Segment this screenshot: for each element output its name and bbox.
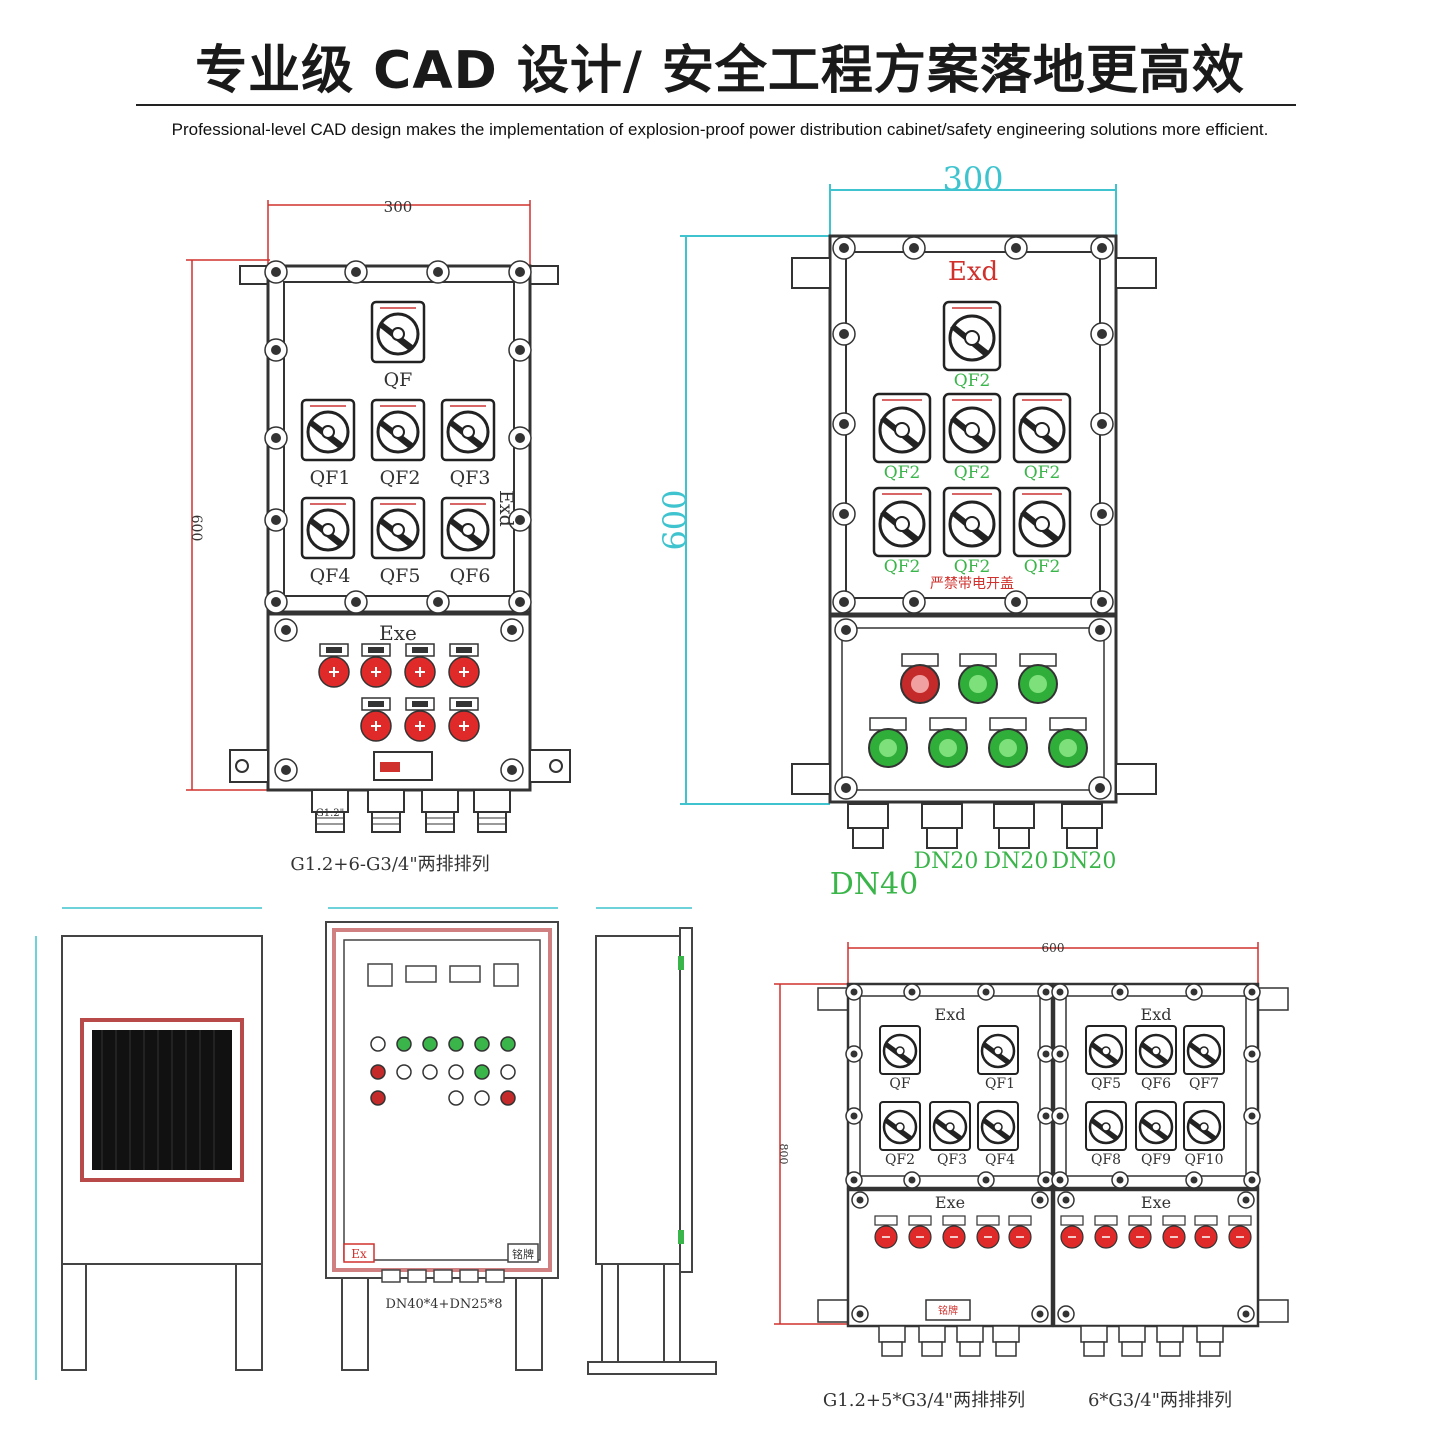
width-dimension: 600 bbox=[1042, 941, 1065, 955]
gland-label-dn40: DN40 bbox=[830, 867, 918, 900]
cabinet-drawing-2: 300 600 Exd QF2 QF2 QF2 QF2 QF2 QF2 QF2 … bbox=[656, 160, 1157, 900]
width-dimension: 300 bbox=[384, 198, 413, 216]
gland-label: G1.2" bbox=[316, 808, 345, 819]
breaker-label-qf5: QF5 bbox=[1091, 1076, 1121, 1092]
warning-label: 严禁带电开盖 bbox=[930, 576, 1014, 592]
breaker-label-qf8: QF8 bbox=[1091, 1152, 1121, 1168]
breaker-label-qf4: QF4 bbox=[985, 1152, 1015, 1168]
page-subtitle: Professional-level CAD design makes the … bbox=[171, 120, 1269, 139]
drawing4-caption-right: 6*G3/4"两排排列 bbox=[1088, 1390, 1232, 1411]
breaker-label-qf2: QF2 bbox=[885, 1152, 915, 1168]
gland-label-dn20: DN20 bbox=[914, 849, 979, 874]
width-dimension: 300 bbox=[942, 160, 1003, 198]
breaker-label-qf1: QF1 bbox=[310, 467, 351, 489]
breaker-label-qf2: QF2 bbox=[380, 467, 421, 489]
title-divider bbox=[136, 104, 1296, 106]
breaker-label-qf6: QF6 bbox=[450, 565, 491, 587]
breaker-label: QF2 bbox=[884, 557, 921, 577]
nameplate-label: 铭牌 bbox=[938, 1304, 958, 1317]
height-dimension: 600 bbox=[656, 489, 694, 550]
gland-label-dn20: DN20 bbox=[984, 849, 1049, 874]
breaker-label-qf9: QF9 bbox=[1141, 1152, 1171, 1168]
exd-label-left: Exd bbox=[935, 1005, 966, 1024]
breaker-label-qf4: QF4 bbox=[310, 565, 351, 587]
breaker-label-qf7: QF7 bbox=[1189, 1076, 1219, 1092]
breaker-label-qf3: QF3 bbox=[937, 1152, 967, 1168]
gland-label-dn20: DN20 bbox=[1052, 849, 1117, 874]
nameplate-label: 铭牌 bbox=[512, 1247, 534, 1261]
breaker-label-qf10: QF10 bbox=[1184, 1152, 1223, 1168]
breaker-label: QF2 bbox=[954, 557, 991, 577]
drawing3-caption: DN40*4+DN25*8 bbox=[385, 1297, 502, 1312]
breaker-label-qf3: QF3 bbox=[450, 467, 491, 489]
exe-label: Exe bbox=[379, 621, 417, 645]
height-dimension: 600 bbox=[188, 515, 204, 542]
ex-label: Ex bbox=[351, 1247, 367, 1261]
exd-label: Exd bbox=[948, 257, 998, 287]
breaker-label: QF2 bbox=[1024, 557, 1061, 577]
exd-label: Exd bbox=[495, 490, 517, 527]
exd-label-right: Exd bbox=[1141, 1005, 1172, 1024]
drawing4-caption-left: G1.2+5*G3/4"两排排列 bbox=[823, 1390, 1025, 1411]
drawing1-caption: G1.2+6-G3/4"两排排列 bbox=[290, 854, 489, 875]
exe-label-right: Exe bbox=[1141, 1193, 1171, 1212]
cabinet-drawing-3: Ex 铭牌 DN40*4+DN25*8 bbox=[35, 907, 717, 1380]
breaker-label-qf5: QF5 bbox=[380, 565, 421, 587]
breaker-label: QF2 bbox=[954, 371, 991, 391]
breaker-label: QF2 bbox=[1024, 463, 1061, 483]
cabinet-drawing-4: 600 800 Exd Exd QF QF1 QF2 QF3 QF4 QF5 Q… bbox=[774, 941, 1289, 1411]
breaker-label-qf1: QF1 bbox=[985, 1076, 1015, 1092]
breaker-label: QF2 bbox=[884, 463, 921, 483]
breaker-label-qf: QF bbox=[889, 1076, 910, 1092]
breaker-label: QF2 bbox=[954, 463, 991, 483]
height-dimension: 800 bbox=[777, 1144, 790, 1165]
exe-label-left: Exe bbox=[935, 1193, 965, 1212]
cabinet-drawing-1: 300 600 QF QF1 QF2 QF3 QF4 QF5 QF6 Exd E… bbox=[186, 198, 571, 875]
breaker-label-qf: QF bbox=[384, 369, 413, 391]
page-title: 专业级 CAD 设计/ 安全工程方案落地更高效 bbox=[195, 41, 1245, 101]
breaker-label-qf6: QF6 bbox=[1141, 1076, 1171, 1092]
